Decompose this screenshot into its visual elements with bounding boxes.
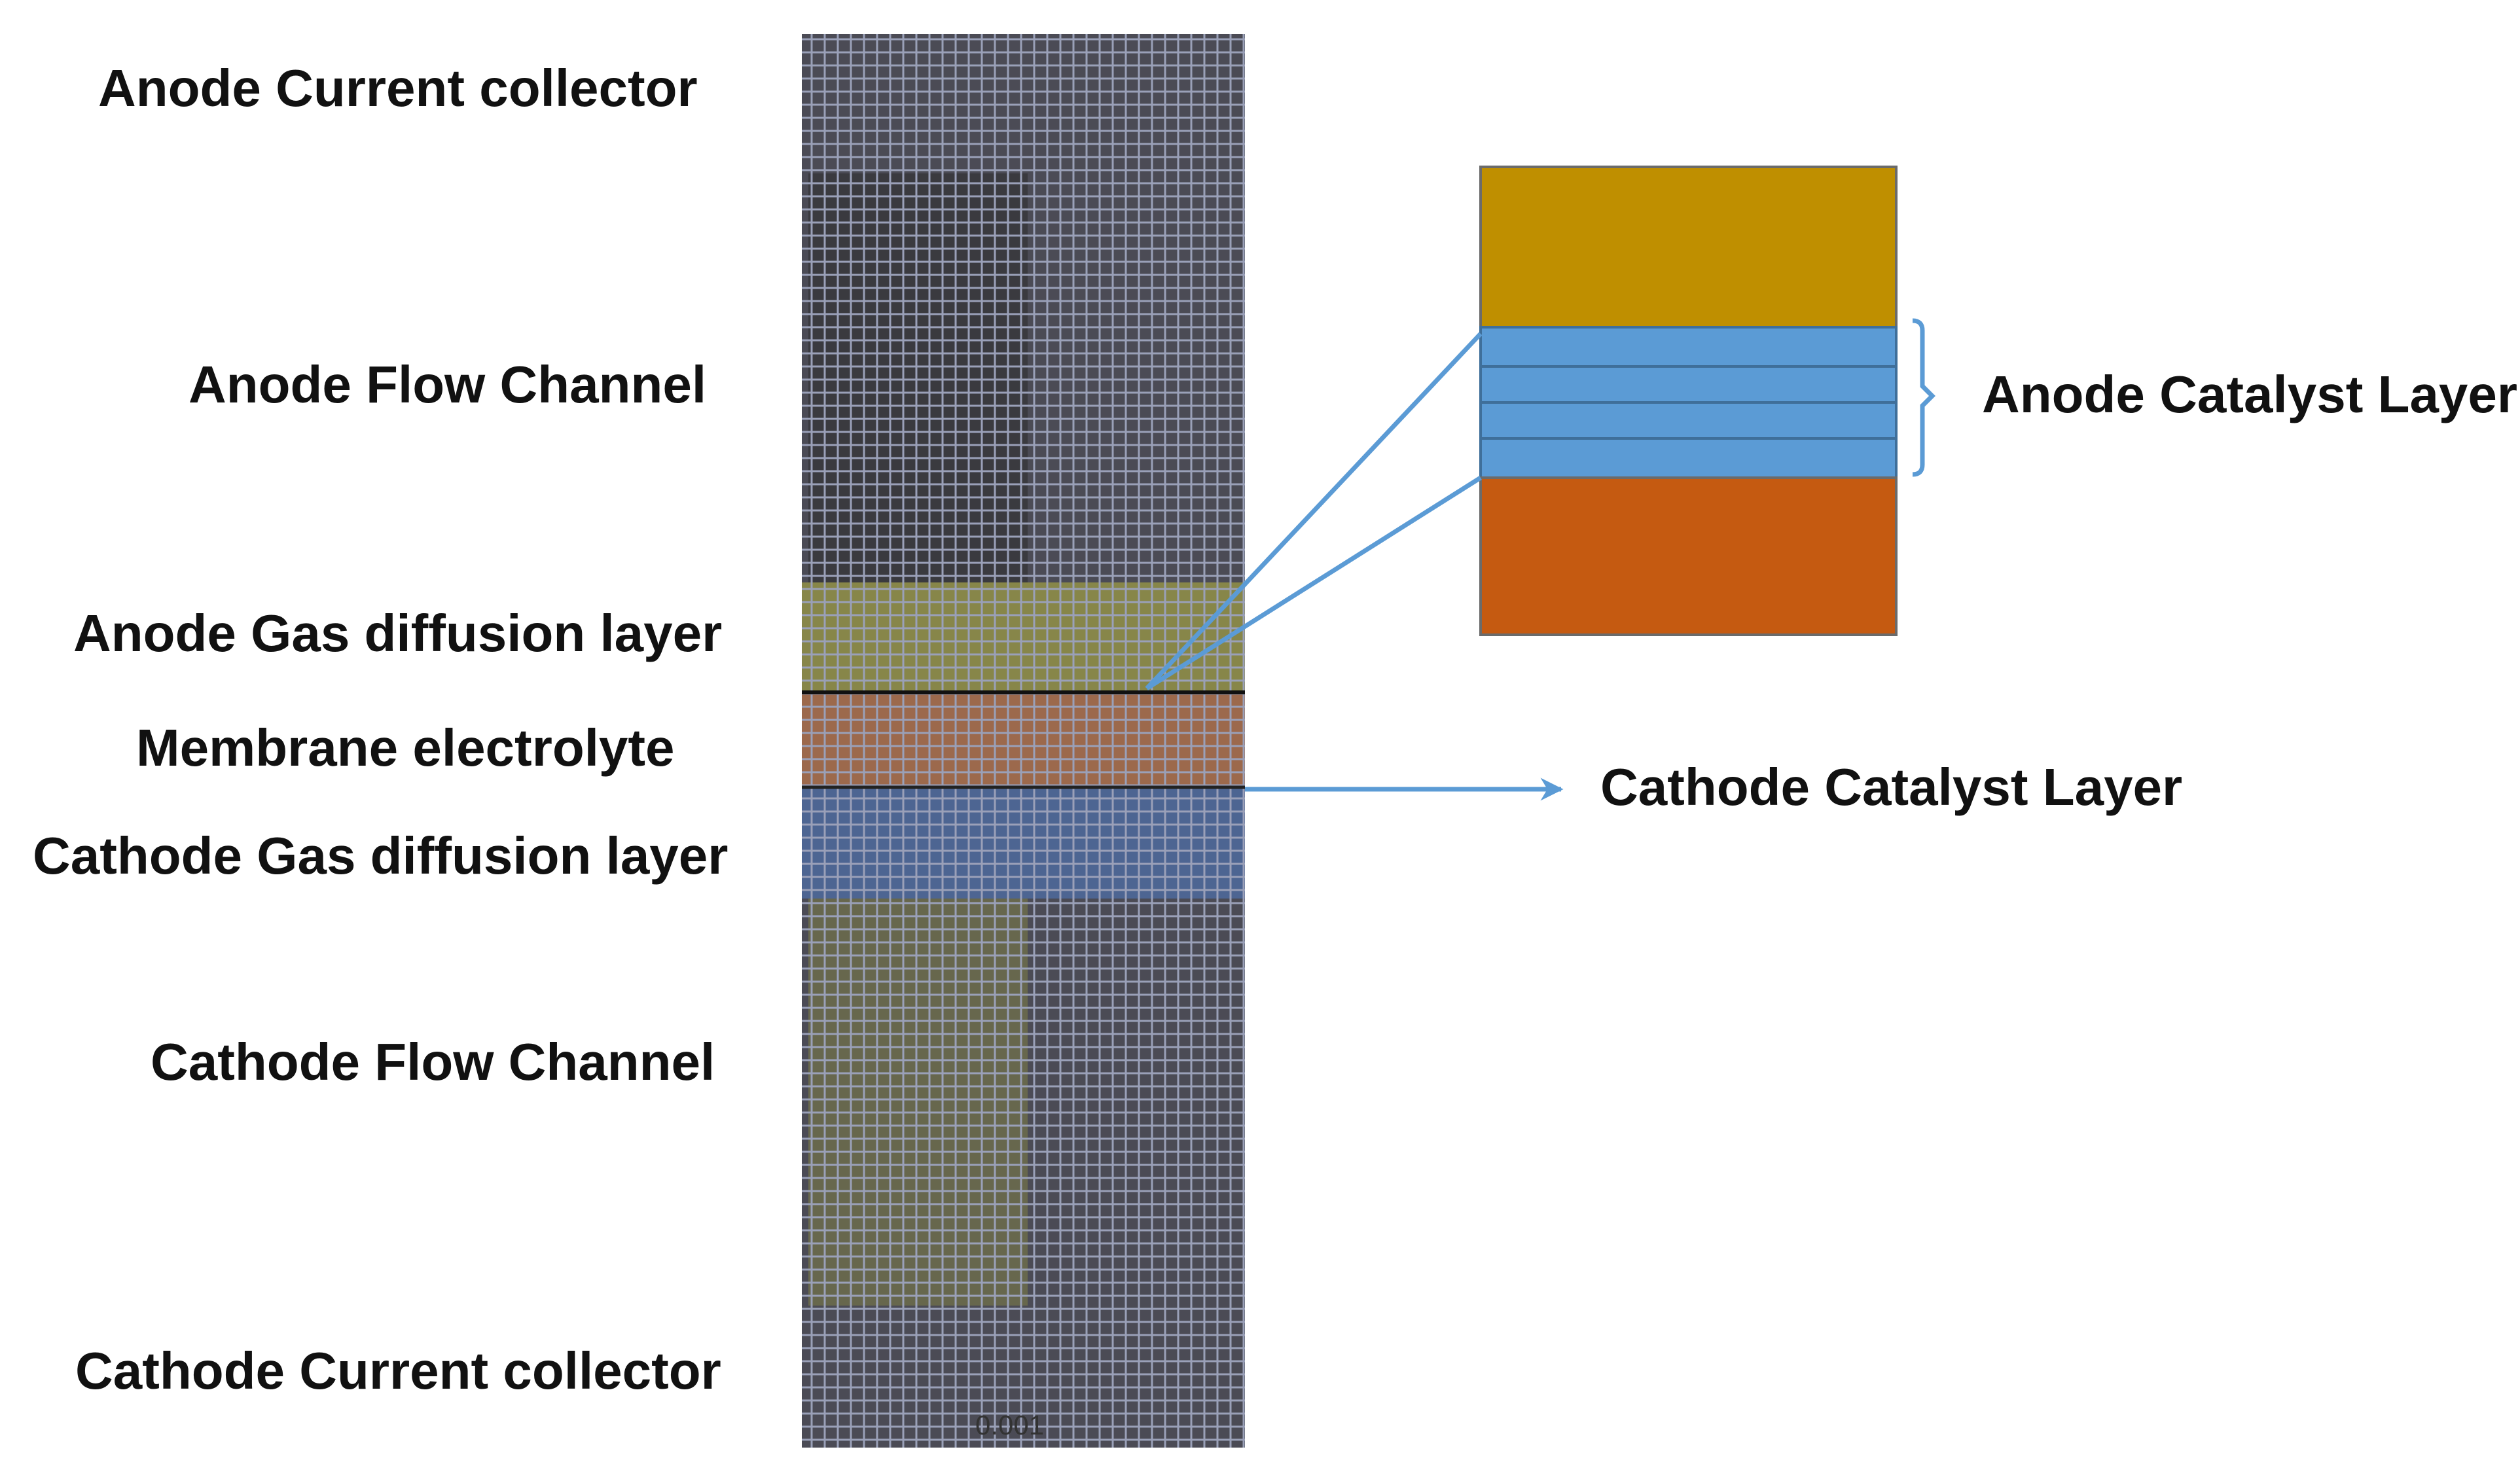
label-anode-flow-channel: Anode Flow Channel	[189, 355, 706, 414]
catalyst-bracket	[1912, 318, 1935, 477]
mesh-column: 0.001	[802, 34, 1245, 1448]
label-anode-catalyst: Anode Catalyst Layer	[1982, 365, 2517, 423]
label-cathode-catalyst: Cathode Catalyst Layer	[1600, 758, 2182, 816]
label-cathode-gdl: Cathode Gas diffusion layer	[33, 827, 728, 885]
label-cathode-current-collector: Cathode Current collector	[75, 1342, 721, 1400]
connector-line-bottom	[1145, 476, 1482, 690]
label-cathode-flow-channel: Cathode Flow Channel	[151, 1033, 715, 1091]
label-membrane: Membrane electrolyte	[136, 719, 675, 777]
mesh-watermark: 0.001	[975, 1410, 1044, 1440]
connector-line-top	[1145, 332, 1483, 690]
label-anode-gdl: Anode Gas diffusion layer	[73, 604, 722, 662]
catalyst-inset	[1479, 166, 1935, 636]
mesh-grid	[802, 34, 1245, 1448]
inset-bottom-layer	[1479, 476, 1898, 636]
inset-top-layer	[1479, 166, 1898, 329]
label-anode-current-collector: Anode Current collector	[98, 59, 698, 117]
